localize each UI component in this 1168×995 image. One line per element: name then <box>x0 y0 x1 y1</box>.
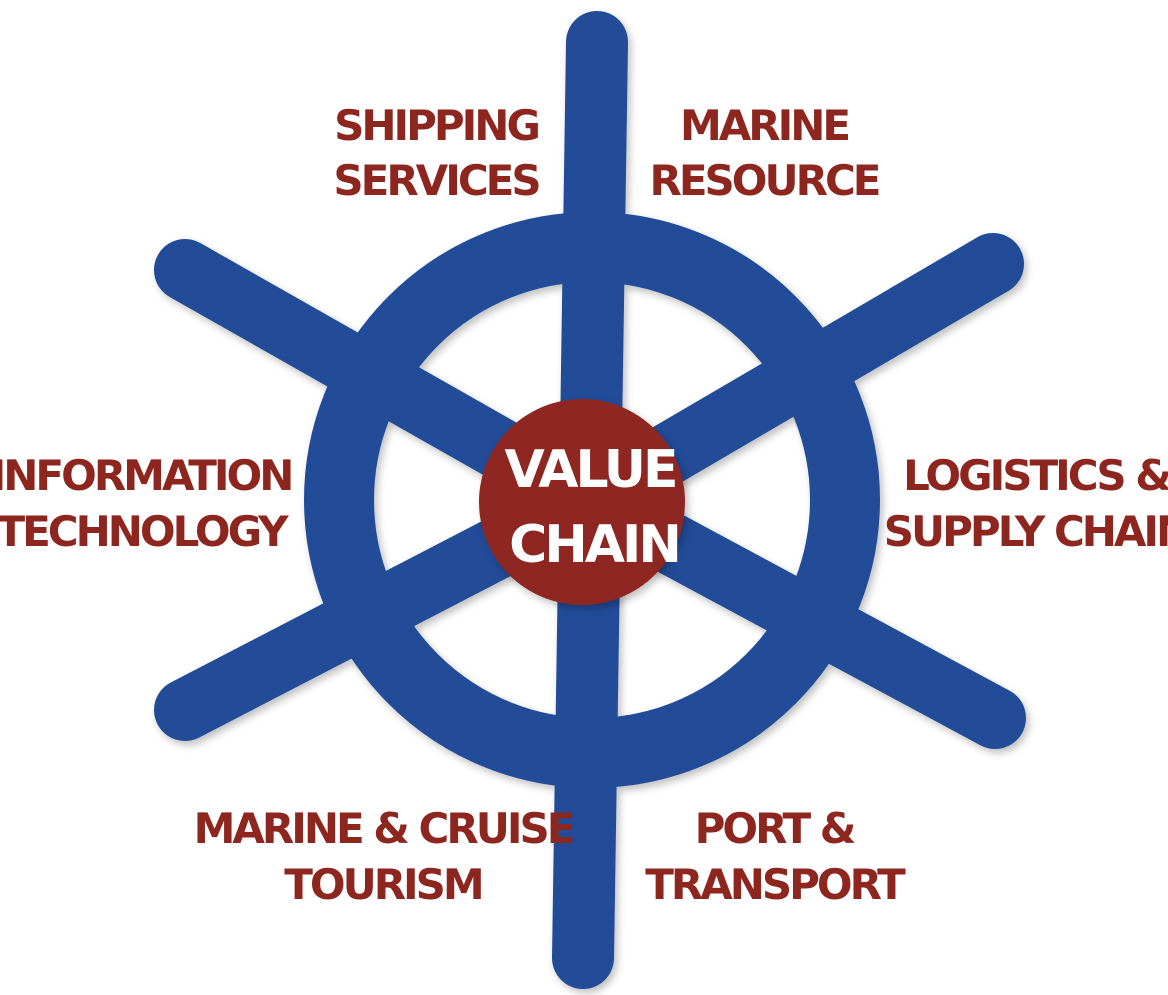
label-line1: PORT & <box>695 804 855 853</box>
label-marine-resource: MARINE RESOURCE <box>650 101 882 205</box>
label-shipping-services: SHIPPING SERVICES <box>333 101 542 205</box>
label-line1: MARINE <box>680 101 848 150</box>
label-line2: TOURISM <box>284 860 481 909</box>
hub-label-line2: CHAIN <box>509 515 679 575</box>
label-line2: RESOURCE <box>650 156 879 205</box>
label-line1: LOGISTICS & <box>903 451 1168 500</box>
label-logistics-supply-chain: LOGISTICS & SUPPLY CHAIN <box>884 451 1168 556</box>
label-information-technology: INFORMATION TECHNOLOGY <box>0 451 294 556</box>
label-line1: SHIPPING <box>334 101 538 150</box>
label-line2: TECHNOLOGY <box>0 507 289 556</box>
label-line1: MARINE & CRUISE <box>194 804 573 853</box>
hub-label-line1: VALUE <box>505 440 676 500</box>
label-line1: INFORMATION <box>0 451 291 500</box>
label-line2: SUPPLY CHAIN <box>884 507 1168 556</box>
label-line2: TRANSPORT <box>645 860 906 909</box>
label-port-transport: PORT & TRANSPORT <box>645 804 909 909</box>
label-marine-cruise-tourism: MARINE & CRUISE TOURISM <box>194 804 576 909</box>
label-line2: SERVICES <box>333 156 539 205</box>
value-chain-hub <box>479 399 685 605</box>
